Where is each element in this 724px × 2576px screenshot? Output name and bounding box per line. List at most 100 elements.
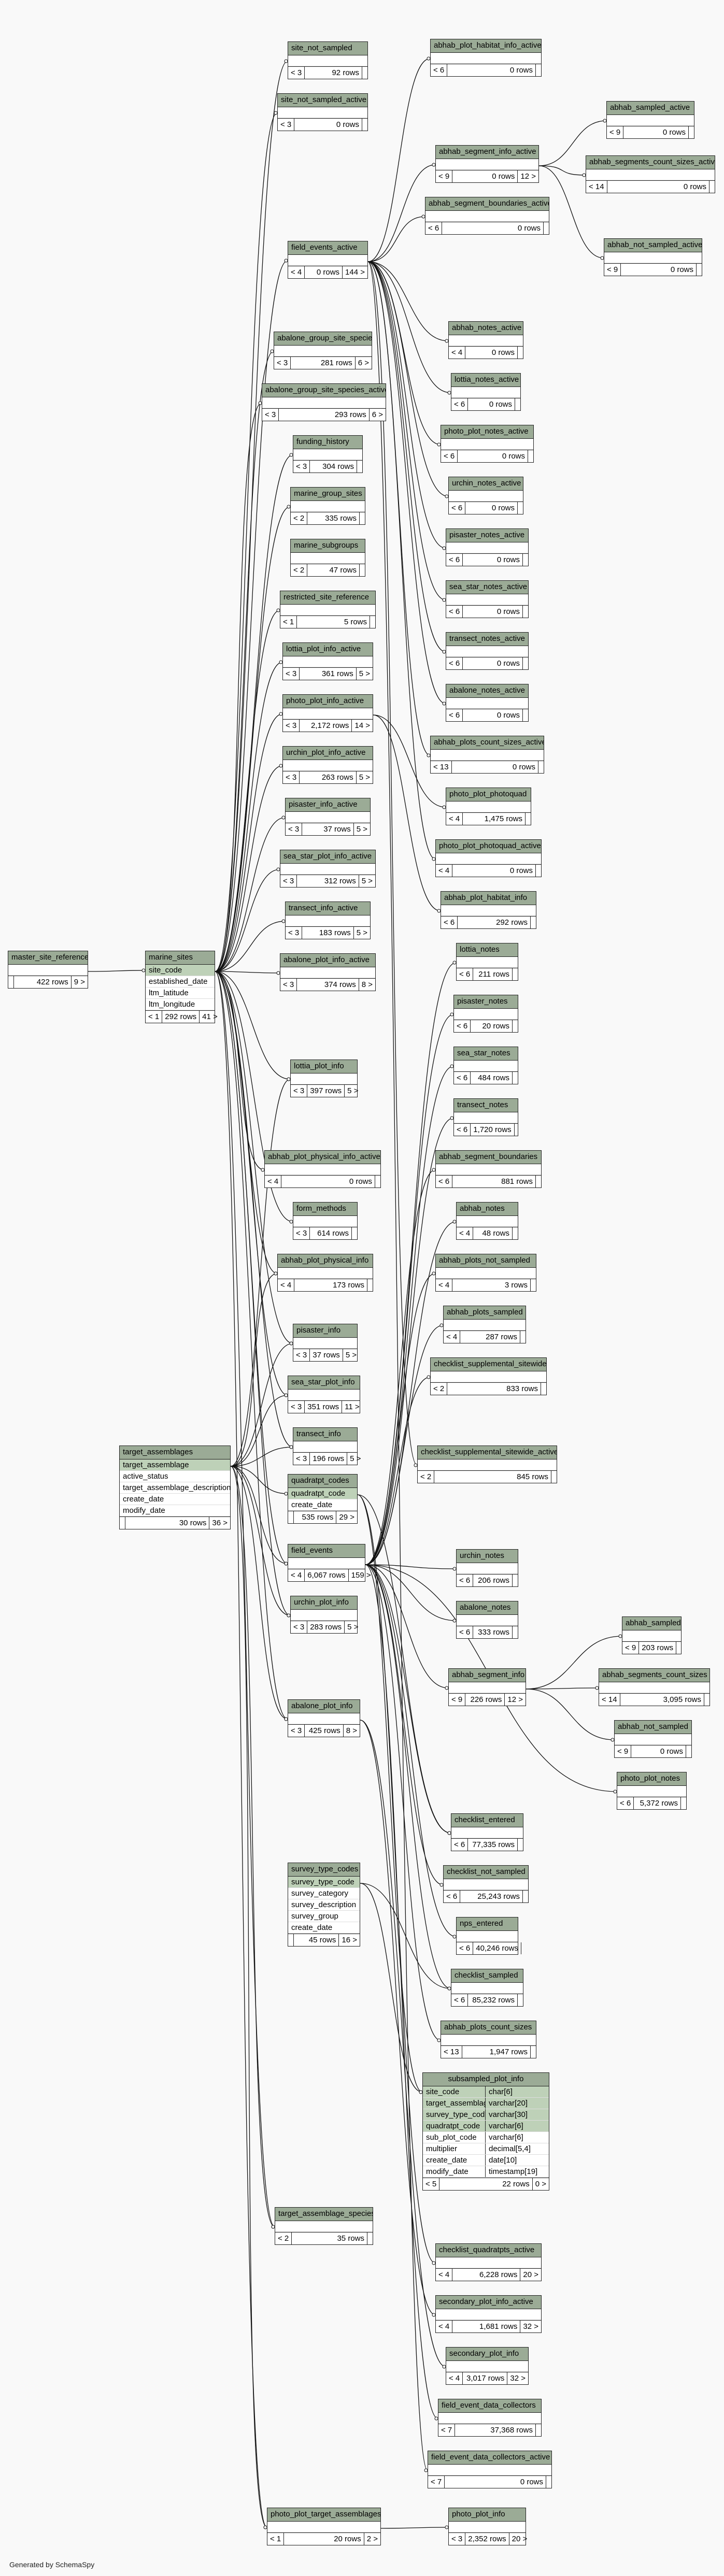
table-header: transect_notes (454, 1099, 518, 1112)
table-header: site_not_sampled (288, 42, 367, 55)
table-column-placeholder (586, 169, 715, 180)
link-target-assemblages-quadratpt-codes (230, 1466, 288, 1494)
table-header: form_methods (293, 1203, 357, 1216)
link-marine-sites-site-not-sampled-active (215, 112, 278, 972)
link-target-assemblages-target-assemblage-species (230, 1466, 275, 2227)
table-column: survey_description (288, 1899, 360, 1911)
table-column-placeholder (436, 1268, 536, 1279)
table-column-placeholder (436, 2309, 541, 2320)
table-header: checklist_not_sampled (444, 1866, 528, 1879)
table-column-placeholder (599, 1682, 709, 1693)
table-footer: 535 rows 29 > (288, 1511, 357, 1523)
table-checklist-supplemental-sitewide-active[interactable]: checklist_supplemental_sitewide_active< … (417, 1446, 557, 1483)
table-column-placeholder (454, 1061, 518, 1071)
link-abalone-plot-info-to-secondary-plot-info-active (360, 1720, 436, 2315)
table-column-placeholder (265, 1164, 380, 1175)
